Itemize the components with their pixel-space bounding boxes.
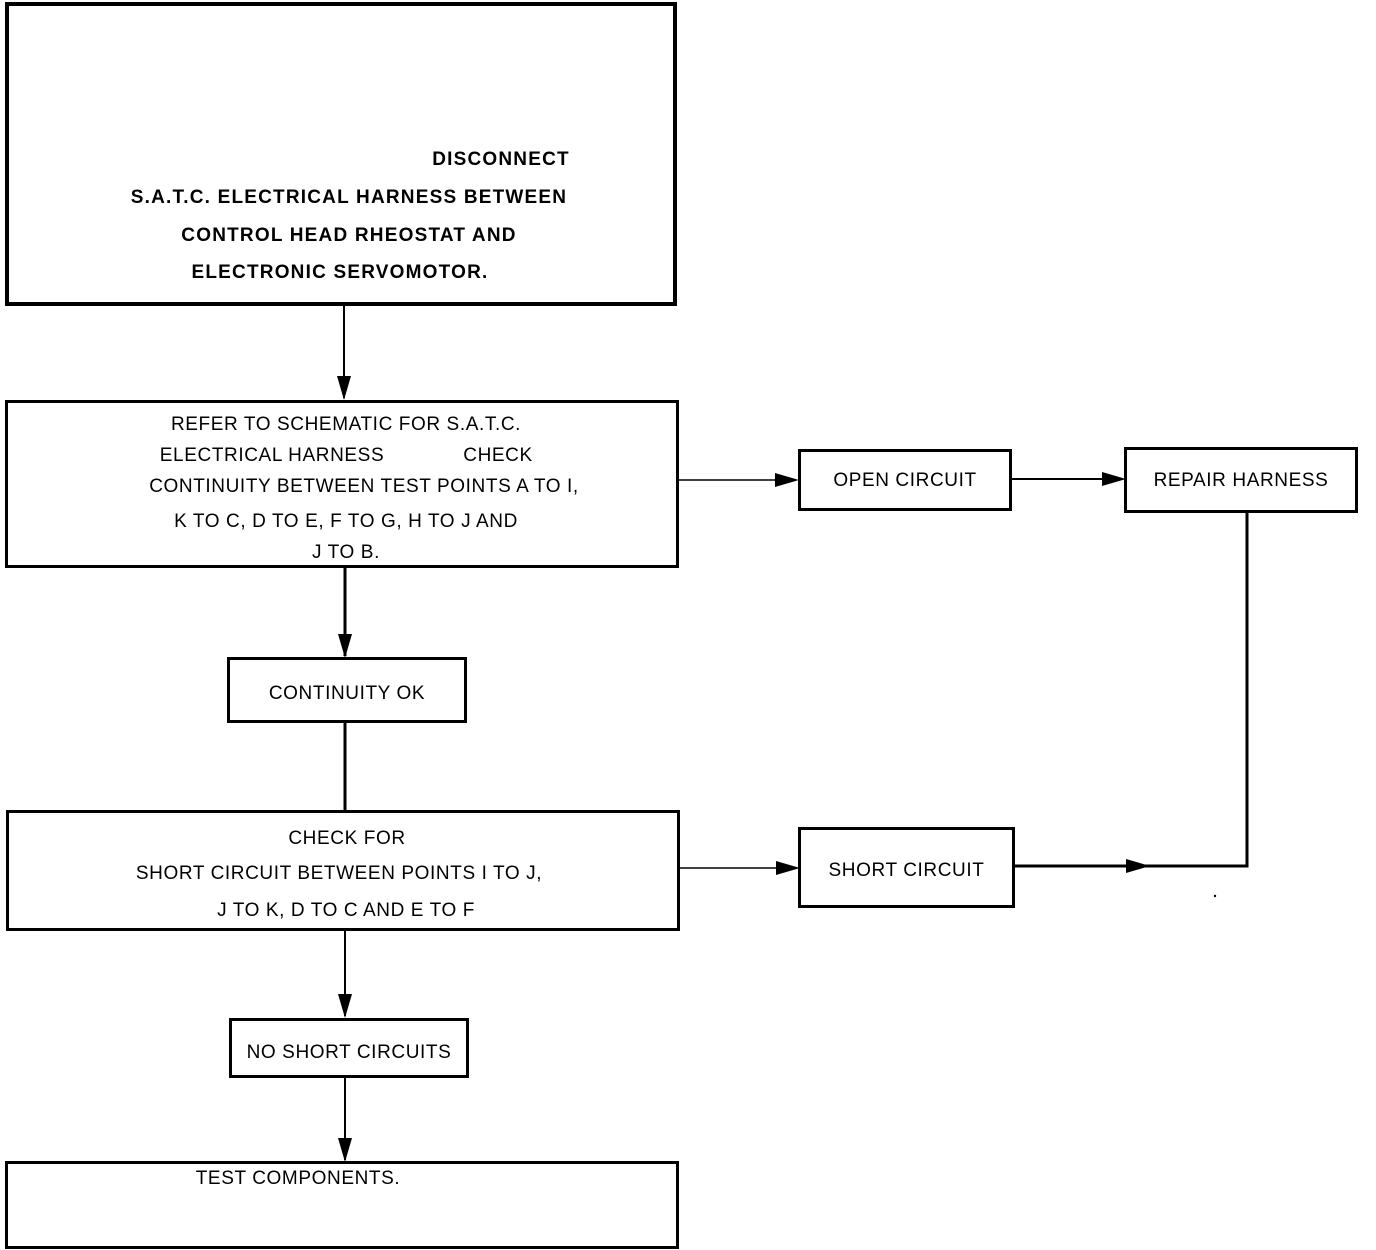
test-components-label: TEST COMPONENTS. [195,1168,401,1189]
continuity-ok-label: CONTINUITY OK [268,683,426,704]
disconnect-line-1: DISCONNECT [432,149,570,170]
repair-harness-label: REPAIR HARNESS [1153,470,1329,491]
arrowhead-down [338,1138,352,1162]
node-refer-schematic: REFER TO SCHEMATIC FOR S.A.T.C. ELECTRIC… [5,400,679,568]
node-continuity-ok: CONTINUITY OK [227,657,467,723]
refer-line-3: CHECK [463,445,533,466]
stray-dot [1213,894,1217,898]
open-circuit-label: OPEN CIRCUIT [833,470,977,491]
disconnect-line-4: ELECTRONIC SERVOMOTOR. [191,262,489,283]
node-no-short-circuits: NO SHORT CIRCUITS [229,1018,469,1078]
arrowhead-down [337,376,351,400]
check-short-line-1: CHECK FOR [288,828,406,849]
no-short-label: NO SHORT CIRCUITS [246,1042,452,1063]
edge-short-circuit-to-repair [1014,512,1249,868]
arrowhead-down [338,994,352,1018]
refer-line-1: REFER TO SCHEMATIC FOR S.A.T.C. [170,414,522,435]
node-open-circuit: OPEN CIRCUIT [798,449,1012,511]
arrowhead-right [776,861,800,875]
disconnect-line-2: S.A.T.C. ELECTRICAL HARNESS BETWEEN [130,187,568,208]
arrowhead-right [1102,472,1126,486]
refer-line-5: K TO C, D TO E, F TO G, H TO J AND [174,511,518,532]
arrowhead-right [1126,859,1150,873]
node-short-circuit: SHORT CIRCUIT [798,827,1015,908]
short-circuit-label: SHORT CIRCUIT [828,860,985,881]
node-disconnect: DISCONNECT S.A.T.C. ELECTRICAL HARNESS B… [5,2,677,306]
node-check-short: CHECK FOR SHORT CIRCUIT BETWEEN POINTS I… [6,810,680,931]
check-short-line-2: SHORT CIRCUIT BETWEEN POINTS I TO J, [135,863,543,884]
refer-line-2: ELECTRICAL HARNESS [159,445,385,466]
disconnect-line-3: CONTROL HEAD RHEOSTAT AND [181,225,517,246]
node-test-components: TEST COMPONENTS. [5,1161,679,1249]
node-repair-harness: REPAIR HARNESS [1124,447,1358,513]
arrowhead-right [775,473,799,487]
refer-line-4: CONTINUITY BETWEEN TEST POINTS A TO I, [149,476,579,497]
check-short-line-3: J TO K, D TO C AND E TO F [217,900,475,921]
arrowhead-down [338,634,352,658]
refer-line-6: J TO B. [312,542,380,563]
